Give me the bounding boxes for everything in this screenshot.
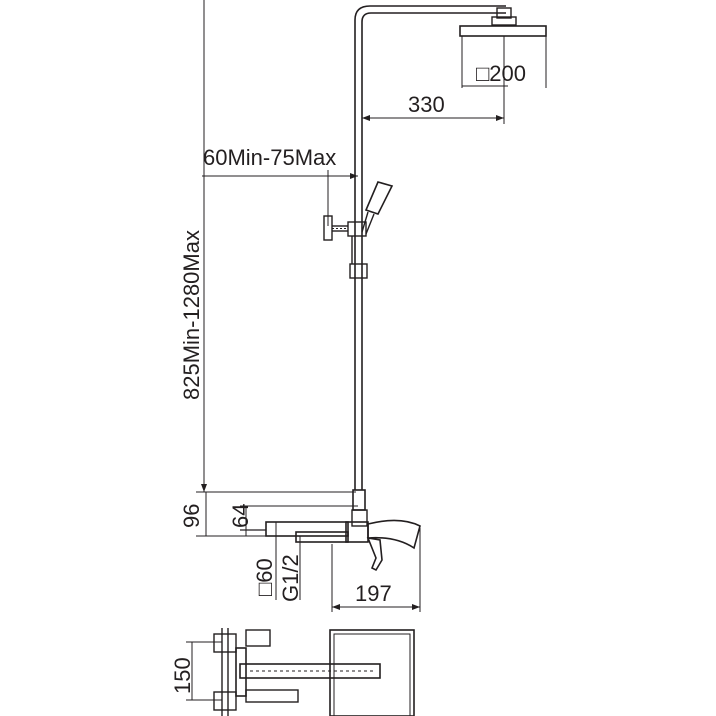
dimension-96 (196, 492, 276, 537)
dimension-64 (240, 505, 358, 536)
dimension-spout (331, 528, 421, 612)
label-centers: 150 (170, 657, 195, 694)
label-spout: 197 (355, 581, 392, 606)
label-body-size: □60 (252, 558, 277, 596)
dimension-arm-length (362, 36, 505, 124)
dimension-inlet (275, 522, 301, 600)
mixer-lever (366, 536, 383, 572)
label-dim-96: 96 (179, 504, 204, 528)
bath-spout (367, 519, 421, 550)
dimension-bracket-range (202, 170, 358, 226)
label-arm-length: 330 (408, 92, 445, 117)
wall-bracket (323, 215, 367, 241)
dimension-centers (186, 641, 222, 701)
plan-view-head (329, 629, 415, 716)
plan-view-arm (239, 663, 381, 679)
label-height-range: 825Min-1280Max (179, 230, 204, 400)
label-head-size: □200 (476, 61, 526, 86)
slider-holder (349, 236, 368, 279)
plan-view-body (213, 628, 299, 716)
dimension-height-range (196, 0, 356, 493)
label-thread: G1/2 (278, 554, 303, 602)
riser-pipe (354, 5, 506, 490)
rain-shower-head (459, 7, 547, 88)
diverter (351, 489, 368, 527)
label-bracket-range: 60Min-75Max (203, 145, 336, 170)
label-dim-64: 64 (228, 504, 253, 528)
mixer-body (240, 521, 369, 543)
